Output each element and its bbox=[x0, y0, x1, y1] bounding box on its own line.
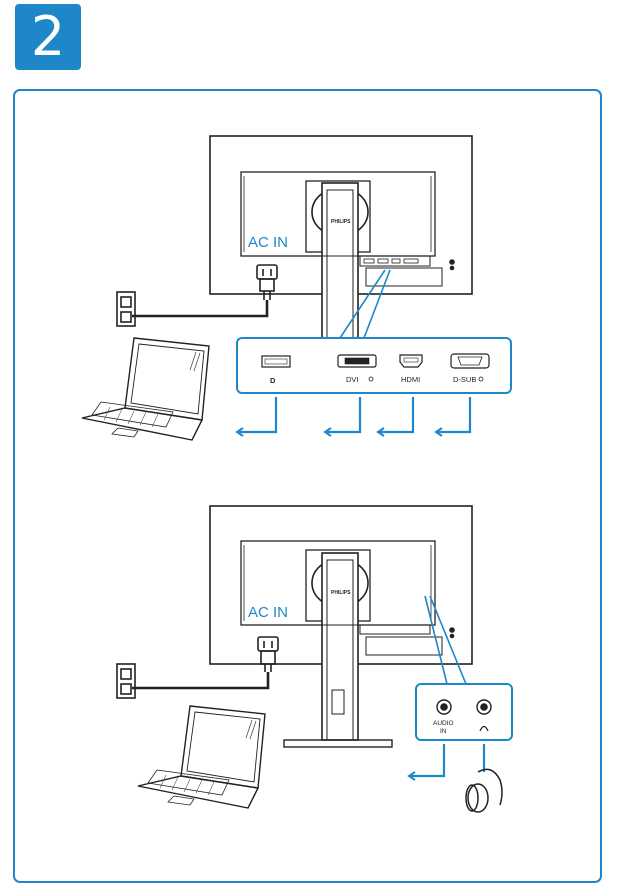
audio-cable-arrow bbox=[410, 744, 446, 778]
monitor-stand-base bbox=[283, 739, 393, 748]
dvi-cable-arrow bbox=[326, 397, 362, 434]
headphone-symbol-icon bbox=[479, 725, 489, 732]
step-number-badge: 2 bbox=[15, 4, 81, 70]
laptop-2 bbox=[137, 705, 266, 809]
headphones-icon bbox=[465, 768, 503, 813]
diagram-audio-connections bbox=[116, 505, 513, 813]
ac-in-label-2: AC IN bbox=[248, 604, 288, 621]
headphone-jack-icon bbox=[476, 699, 492, 715]
ac-in-label: AC IN bbox=[248, 234, 288, 251]
dp-cable-arrow bbox=[238, 397, 278, 434]
instruction-frame bbox=[13, 89, 602, 883]
d-sub-port-icon bbox=[450, 353, 490, 369]
audio-in-label-line1: AUDIO bbox=[433, 720, 454, 727]
diagram-video-connections bbox=[81, 135, 512, 441]
dvi-port-icon bbox=[337, 354, 377, 368]
audio-ports-callout bbox=[415, 683, 513, 741]
monitor-stand bbox=[321, 182, 359, 339]
audio-in-jack-icon bbox=[436, 699, 452, 715]
hdmi-port-label: HDMI bbox=[401, 375, 420, 384]
d-sub-port-label: D-SUB bbox=[453, 375, 476, 384]
dsub-cable-arrow bbox=[437, 397, 472, 434]
hdmi-port-icon bbox=[399, 354, 423, 368]
displayport-symbol: D bbox=[270, 376, 276, 385]
video-ports-callout bbox=[236, 337, 512, 394]
brand-logo-text: PHILIPS bbox=[331, 219, 351, 225]
dvi-port-label: DVI bbox=[346, 375, 359, 384]
laptop bbox=[81, 337, 210, 441]
displayport-icon bbox=[261, 355, 291, 368]
hdmi-cable-arrow bbox=[379, 397, 415, 434]
wall-outlet bbox=[116, 291, 136, 327]
brand-logo-text-2: PHILIPS bbox=[331, 590, 351, 596]
wall-outlet-2 bbox=[116, 663, 136, 699]
audio-in-label-line2: IN bbox=[440, 728, 447, 735]
